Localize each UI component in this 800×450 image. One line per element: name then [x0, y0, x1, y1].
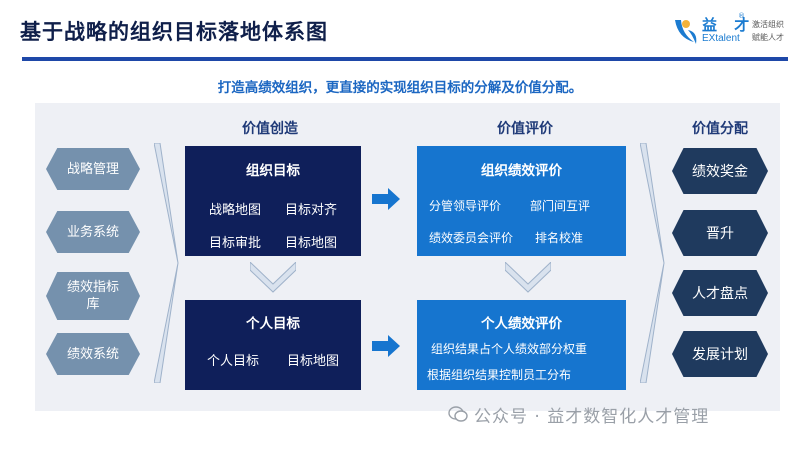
- down-chevron-arrow-left: [250, 262, 296, 293]
- logo-tagline-1: 激活组织: [752, 20, 784, 29]
- personal-eval-title: 个人绩效评价: [481, 316, 562, 332]
- right-item-development-plan: 发展计划: [672, 331, 768, 377]
- personal-goal-title: 个人目标: [246, 316, 300, 332]
- left-chevron-arrow: [154, 143, 179, 383]
- title-divider: [22, 57, 788, 61]
- org-goal-box: 组织目标 战略地图 目标对齐 目标审批 目标地图: [185, 146, 361, 256]
- right-chevron-arrow: [640, 143, 665, 383]
- org-eval-title: 组织绩效评价: [481, 163, 562, 179]
- org-eval-item: 分管领导评价: [429, 199, 502, 213]
- left-item-business: 业务系统: [46, 211, 140, 253]
- personal-goal-item: 个人目标: [207, 354, 260, 369]
- column-heading-evaluate: 价值评价: [497, 121, 553, 137]
- subtitle: 打造高绩效组织，更直接的实现组织目标的分解及价值分配。: [217, 80, 583, 96]
- org-goal-item: 目标地图: [285, 236, 338, 251]
- brand-logo-icon: [675, 20, 697, 44]
- wechat-icon: [448, 406, 468, 422]
- watermark-text: 公众号 · 益才数智化人才管理: [474, 407, 710, 427]
- org-goal-item: 目标对齐: [285, 203, 338, 218]
- org-eval-box: 组织绩效评价 分管领导评价 部门间互评 绩效委员会评价 排名校准: [417, 146, 626, 256]
- personal-goal-box: 个人目标 个人目标 目标地图: [185, 300, 361, 390]
- org-goal-item: 目标审批: [209, 236, 262, 251]
- down-chevron-arrow-right: [505, 262, 551, 293]
- diagram-panel: [35, 103, 780, 411]
- left-item-strategy: 战略管理: [46, 148, 140, 190]
- column-heading-create: 价值创造: [242, 121, 298, 137]
- brand-logo: 益 才 ® EXtalent 激活组织 赋能人才: [672, 12, 792, 54]
- logo-registered-mark: ®: [738, 12, 745, 20]
- right-item-promotion: 晋升: [672, 210, 768, 256]
- org-eval-item: 排名校准: [535, 231, 584, 245]
- left-item-performance: 绩效系统: [46, 333, 140, 375]
- org-goal-title: 组织目标: [246, 163, 300, 179]
- personal-eval-item: 组织结果占个人绩效部分权重: [431, 342, 588, 356]
- column-heading-distribute: 价值分配: [692, 121, 748, 137]
- org-eval-item: 绩效委员会评价: [429, 231, 514, 245]
- org-goal-item: 战略地图: [209, 203, 262, 218]
- page-title: 基于战略的组织目标落地体系图: [20, 20, 328, 44]
- org-eval-item: 部门间互评: [530, 199, 591, 213]
- right-arrow-icon: [372, 188, 400, 210]
- personal-eval-box: 个人绩效评价 组织结果占个人绩效部分权重 根据组织结果控制员工分布: [417, 300, 626, 390]
- logo-tagline-2: 赋能人才: [752, 33, 784, 42]
- right-arrow-icon: [372, 335, 400, 357]
- personal-eval-item: 根据组织结果控制员工分布: [427, 368, 572, 382]
- logo-en-text: EXtalent: [702, 33, 740, 44]
- logo-cn-text: 益 才: [702, 16, 756, 34]
- left-item-kpi-library: 绩效指标 库: [46, 272, 140, 320]
- personal-goal-item: 目标地图: [287, 354, 340, 369]
- right-item-bonus: 绩效奖金: [672, 148, 768, 194]
- right-item-talent-review: 人才盘点: [672, 270, 768, 316]
